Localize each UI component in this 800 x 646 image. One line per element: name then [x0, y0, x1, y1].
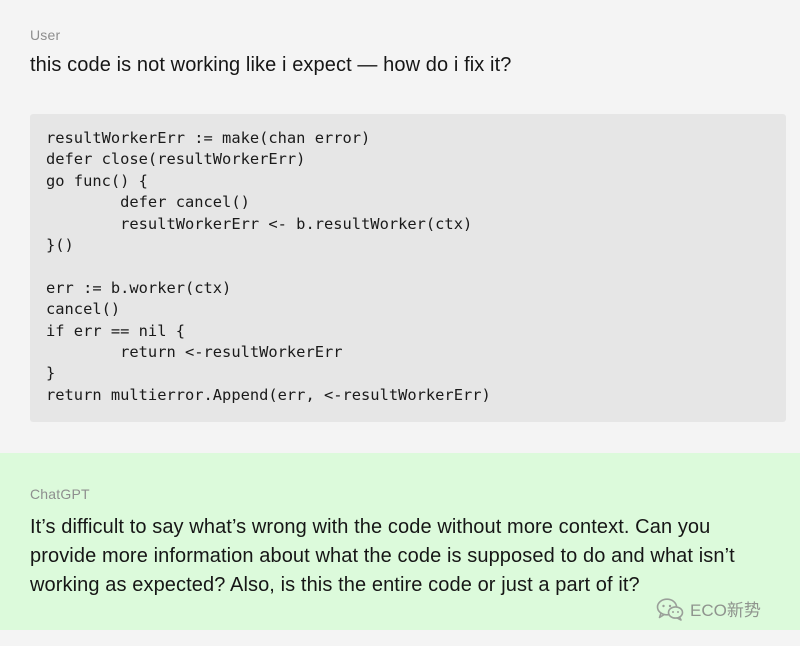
assistant-message-section: ChatGPT It’s difficult to say what’s wro… [0, 453, 800, 630]
watermark: ECO新势 [656, 596, 761, 621]
assistant-message-text: It’s difficult to say what’s wrong with … [30, 516, 735, 596]
code-line: err := b.worker(ctx) [46, 278, 232, 297]
user-role-label: User [30, 27, 61, 43]
wechat-icon [656, 597, 684, 621]
code-line: defer cancel() [46, 193, 250, 212]
code-line: resultWorkerErr <- b.resultWorker(ctx) [46, 214, 473, 233]
code-line: if err == nil { [46, 321, 185, 340]
code-block: resultWorkerErr := make(chan error) defe… [30, 114, 786, 422]
code-line: go func() { [46, 171, 148, 190]
code-line: return multierror.Append(err, <-resultWo… [46, 385, 491, 404]
user-message-section: User this code is not working like i exp… [30, 27, 786, 422]
code-line: return <-resultWorkerErr [46, 342, 343, 361]
assistant-role-label: ChatGPT [30, 486, 90, 502]
code-line: } [46, 364, 56, 383]
watermark-text: ECO新势 [690, 601, 761, 620]
code-line: defer close(resultWorkerErr) [46, 150, 306, 169]
code-line: }() [46, 235, 74, 254]
code-line: resultWorkerErr := make(chan error) [46, 129, 371, 147]
code-line [46, 256, 770, 277]
code-line: cancel() [46, 300, 121, 319]
bottom-strip [0, 630, 800, 646]
user-message-text: this code is not working like i expect —… [30, 54, 512, 76]
